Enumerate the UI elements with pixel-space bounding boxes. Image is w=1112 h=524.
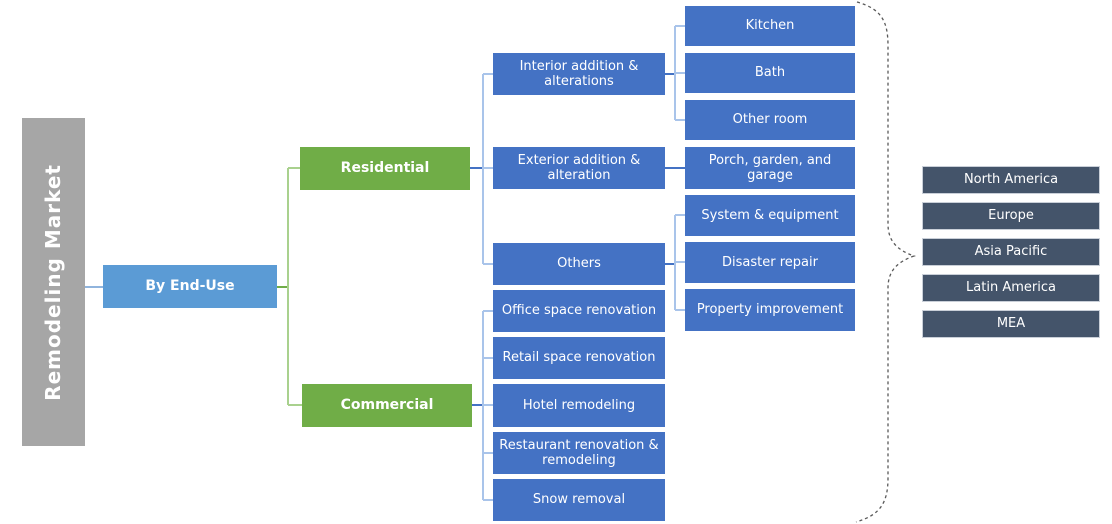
node-office-space-renovation: Office space renovation	[493, 290, 665, 332]
node-kitchen: Kitchen	[685, 6, 855, 46]
node-other-room: Other room	[685, 100, 855, 140]
node-by-end-use: By End-Use	[103, 265, 277, 308]
node-others: Others	[493, 243, 665, 285]
region-latin-america: Latin America	[922, 274, 1100, 302]
node-porch-garden-garage: Porch, garden, and garage	[685, 147, 855, 189]
node-snow-removal: Snow removal	[493, 479, 665, 521]
regions-brace	[855, 1, 916, 523]
node-system-equipment: System & equipment	[685, 195, 855, 236]
region-north-america: North America	[922, 166, 1100, 194]
node-disaster-repair: Disaster repair	[685, 242, 855, 283]
node-bath: Bath	[685, 53, 855, 93]
region-europe: Europe	[922, 202, 1100, 230]
node-interior-addition: Interior addition & alterations	[493, 53, 665, 95]
node-residential: Residential	[300, 147, 470, 190]
node-property-improvement: Property improvement	[685, 289, 855, 331]
market-title-label: Remodeling Market	[40, 163, 65, 401]
region-mea: MEA	[922, 310, 1100, 338]
node-restaurant-renovation: Restaurant renovation & remodeling	[493, 432, 665, 474]
market-title-bar: Remodeling Market	[22, 118, 85, 446]
region-asia-pacific: Asia Pacific	[922, 238, 1100, 266]
node-retail-space-renovation: Retail space renovation	[493, 337, 665, 379]
node-commercial: Commercial	[302, 384, 472, 427]
node-hotel-remodeling: Hotel remodeling	[493, 384, 665, 427]
node-exterior-addition: Exterior addition & alteration	[493, 147, 665, 189]
